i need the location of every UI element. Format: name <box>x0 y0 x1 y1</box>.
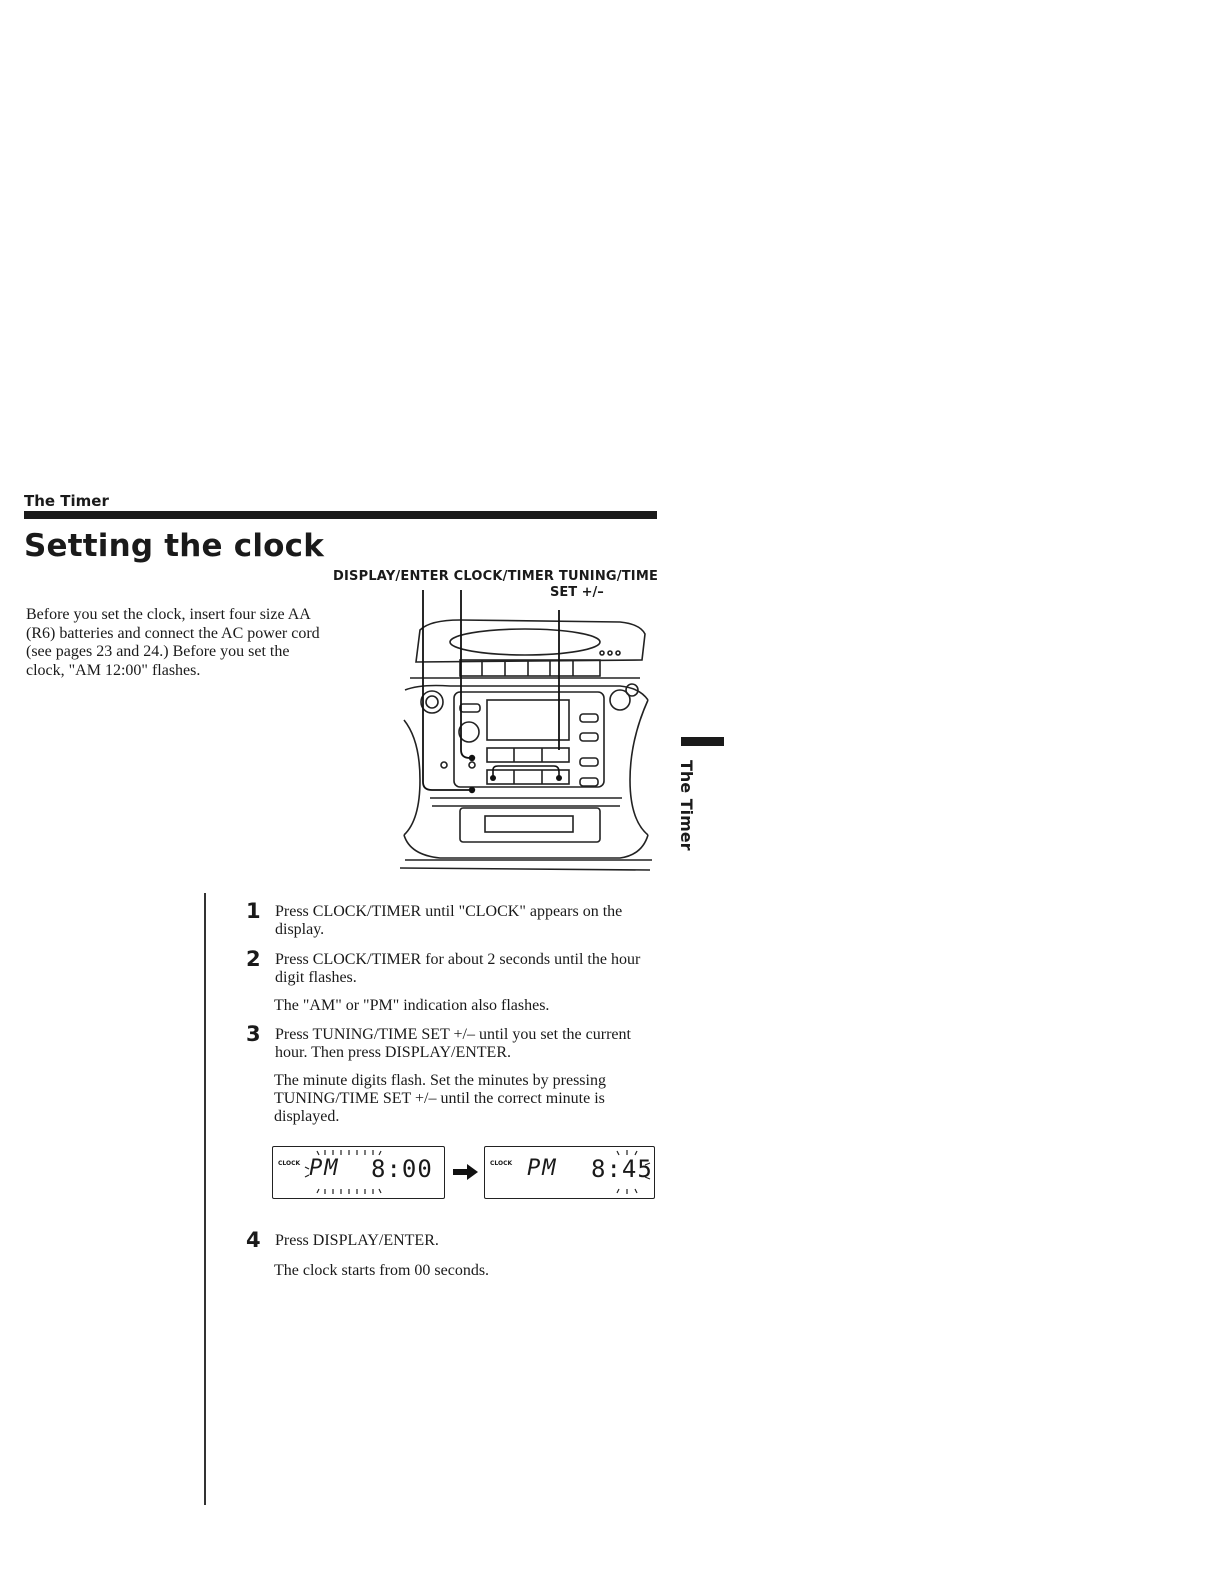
lcd-ampm: PM <box>309 1156 340 1181</box>
lcd-time: 8:45 <box>591 1155 653 1183</box>
step-number: 1 <box>246 899 261 923</box>
intro-paragraph: Before you set the clock, insert four si… <box>26 606 320 679</box>
header-rule <box>24 511 657 519</box>
step-text: Press DISPLAY/ENTER. <box>275 1232 439 1249</box>
lcd-clock-label: CLOCK <box>278 1160 301 1167</box>
lcd-ampm: PM <box>527 1156 558 1181</box>
callout-row: DISPLAY/ENTER CLOCK/TIMER TUNING/TIME <box>333 569 658 584</box>
callout-tuning-time-set: SET +/– <box>550 585 604 600</box>
page-title: Setting the clock <box>24 528 325 564</box>
step-number: 3 <box>246 1022 261 1046</box>
step-4-note: The clock starts from 00 seconds. <box>274 1262 490 1279</box>
step-text: Press TUNING/TIME SET +/– until you set … <box>275 1026 631 1061</box>
flash-marks <box>616 1150 651 1194</box>
step-3-note: The minute digits flash. Set the minutes… <box>274 1072 606 1125</box>
side-tab-label: The Timer <box>677 760 696 851</box>
lcd-clock-label: CLOCK <box>490 1160 513 1167</box>
lcd-display-before: CLOCK PM 8:00 <box>272 1146 445 1199</box>
flash-marks <box>304 1150 382 1194</box>
lcd-display-after: CLOCK PM 8:45 <box>484 1146 655 1199</box>
step-text: Press CLOCK/TIMER for about 2 seconds un… <box>275 951 641 986</box>
column-rule <box>204 893 206 1505</box>
section-label: The Timer <box>24 492 109 510</box>
step-2-note: The "AM" or "PM" indication also flashes… <box>274 997 550 1014</box>
arrow-right-icon <box>453 1164 478 1180</box>
callout-display-enter: DISPLAY/ENTER <box>333 569 449 584</box>
step-number: 2 <box>246 947 261 971</box>
callout-clock-timer: CLOCK/TIMER <box>453 569 555 584</box>
step-number: 4 <box>246 1228 261 1252</box>
step-text: Press CLOCK/TIMER until "CLOCK" appears … <box>275 903 623 938</box>
lcd-time: 8:00 <box>371 1155 433 1183</box>
callout-tuning-time: TUNING/TIME <box>558 569 659 584</box>
side-tab-marker <box>681 737 724 746</box>
boombox-diagram <box>399 590 652 871</box>
